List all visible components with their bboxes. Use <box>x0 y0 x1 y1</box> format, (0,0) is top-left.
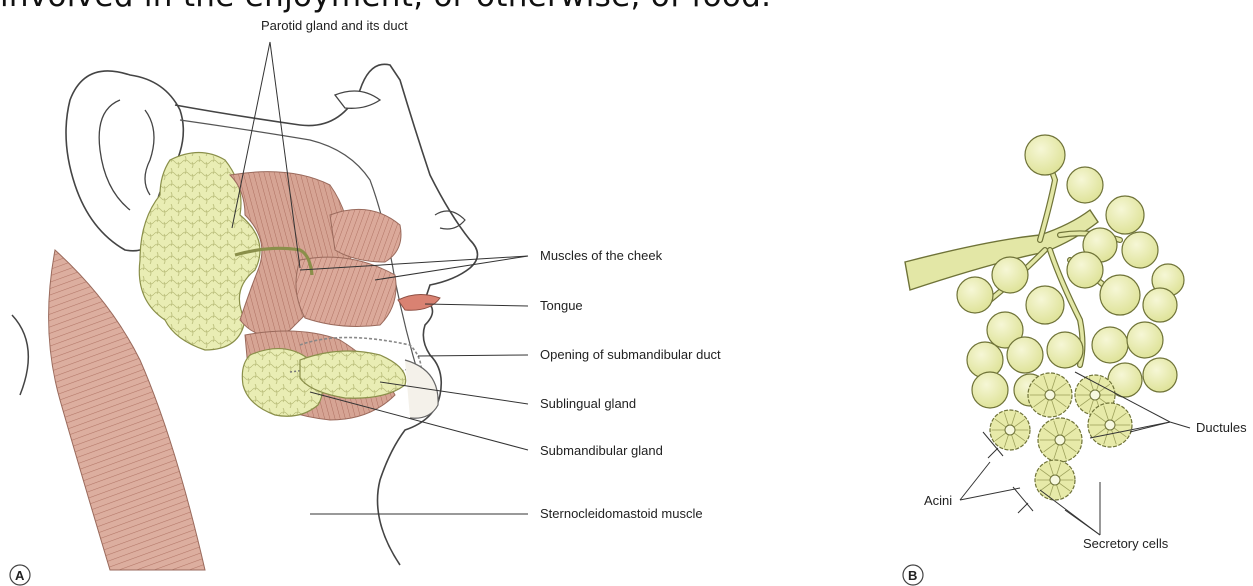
acinus-sphere <box>1026 286 1064 324</box>
acinus-sphere <box>972 372 1008 408</box>
acinus-sphere <box>1143 288 1177 322</box>
acinus-sphere <box>1143 358 1177 392</box>
panel-b-letter: B <box>908 568 917 583</box>
neck-back-edge <box>12 315 28 395</box>
acinus-sphere <box>992 257 1028 293</box>
panel-a-head-diagram: Parotid gland and its duct Muscles of th… <box>10 18 721 585</box>
acinus-sphere <box>1067 252 1103 288</box>
eye-shape <box>335 91 380 108</box>
sectioned-acinus <box>1028 373 1072 417</box>
label-submandibular-duct-opening: Opening of submandibular duct <box>540 347 721 362</box>
acinus-sphere <box>1047 332 1083 368</box>
acinus-sphere <box>1106 196 1144 234</box>
acinus-sphere <box>1067 167 1103 203</box>
label-cheek-muscles: Muscles of the cheek <box>540 248 663 263</box>
panel-b-acini-diagram: Ductules Acini Secretory cells B <box>903 135 1247 585</box>
acinus-sphere <box>957 277 993 313</box>
sectioned-acini <box>990 373 1132 500</box>
label-acini: Acini <box>924 493 952 508</box>
acinus-sphere <box>1127 322 1163 358</box>
label-sublingual-gland: Sublingual gland <box>540 396 636 411</box>
tongue-shape <box>398 294 440 310</box>
label-sternocleidomastoid: Sternocleidomastoid muscle <box>540 506 703 521</box>
label-tongue: Tongue <box>540 298 583 313</box>
acinus-sphere <box>1122 232 1158 268</box>
label-parotid-gland: Parotid gland and its duct <box>261 18 408 33</box>
panel-a-letter: A <box>15 568 25 583</box>
chin-bone <box>405 360 438 418</box>
sectioned-acinus <box>1088 403 1132 447</box>
sectioned-acinus <box>1035 460 1075 500</box>
label-ductules: Ductules <box>1196 420 1247 435</box>
acini-cluster <box>957 135 1184 408</box>
acinus-sphere <box>1092 327 1128 363</box>
sectioned-acinus <box>1038 418 1082 462</box>
sectioned-acinus <box>990 410 1030 450</box>
label-secretory-cells: Secretory cells <box>1083 536 1169 551</box>
acinus-sphere <box>1007 337 1043 373</box>
acinus-sphere <box>1025 135 1065 175</box>
label-submandibular-gland: Submandibular gland <box>540 443 663 458</box>
acinus-sphere <box>1100 275 1140 315</box>
